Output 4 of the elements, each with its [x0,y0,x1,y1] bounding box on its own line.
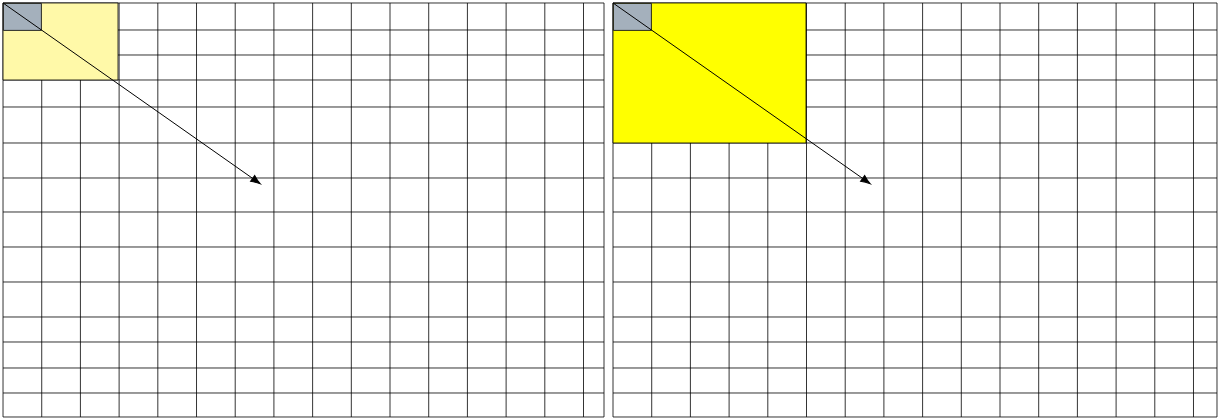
shaded-cell [3,3,42,31]
arrow [612,2,871,185]
shaded-cell [613,3,652,31]
arrow [2,2,261,185]
